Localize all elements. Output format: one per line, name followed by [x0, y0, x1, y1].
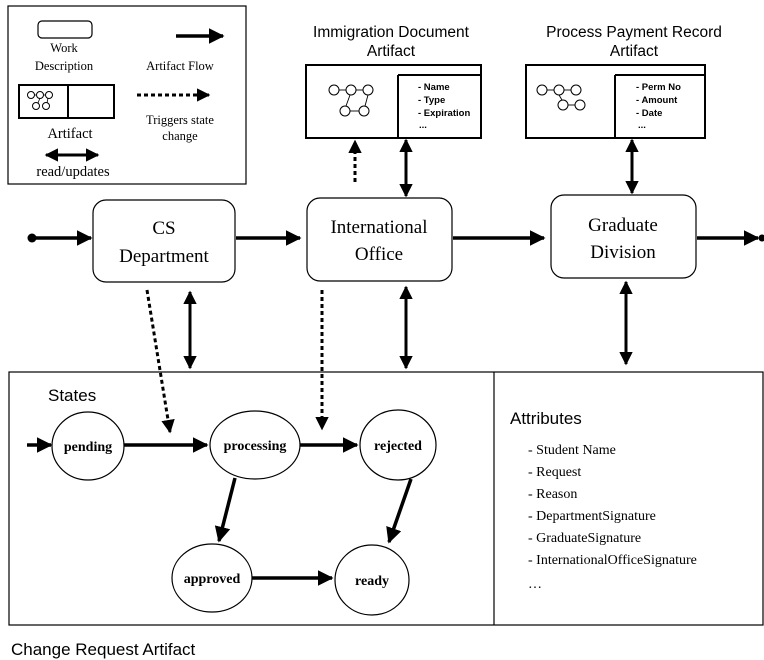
attribute-item: - InternationalOfficeSignature — [528, 553, 697, 568]
state-processing-label: processing — [224, 439, 287, 454]
payment-attr-date: - Date — [636, 108, 662, 119]
payment-attr-more: ... — [638, 120, 646, 131]
work-node-graduate-division: Graduate Division — [550, 194, 697, 279]
cs-department-label-2: Department — [119, 246, 209, 267]
flow-start-dot — [27, 233, 37, 243]
immigration-artifact-state-machine-icon — [328, 84, 374, 117]
legend-frame — [7, 5, 247, 185]
payment-record-artifact: Process Payment Record Artifact - Perm N… — [525, 24, 722, 139]
attributes-title: Attributes — [510, 409, 582, 428]
state-rejected — [359, 409, 437, 481]
attribute-item: - Student Name — [528, 443, 616, 458]
legend-work-description-label-1: Work — [50, 41, 78, 55]
legend-artifact-label: Artifact — [47, 126, 92, 142]
change-request-frame — [8, 371, 764, 626]
transition-processing-approved — [214, 477, 237, 543]
payment-attr-amount: - Amount — [636, 95, 678, 106]
work-node-international-office: International Office — [306, 197, 453, 282]
immigration-attr-name: - Name — [418, 82, 450, 93]
immigration-attr-type: - Type — [418, 95, 445, 106]
attribute-item: - Request — [528, 465, 581, 480]
payment-artifact-state-machine-icon — [536, 84, 586, 111]
payment-artifact-title-1: Process Payment Record — [546, 24, 722, 41]
legend: Work Description Artifact Flow Artifact … — [7, 5, 247, 185]
immigration-attr-expiration: - Expiration — [418, 108, 470, 119]
payment-attr-perm-no: - Perm No — [636, 82, 681, 93]
state-ready-label: ready — [355, 574, 389, 589]
legend-read-updates-label: read/updates — [36, 164, 110, 180]
immigration-artifact-box — [305, 64, 482, 139]
attribute-item: - Reason — [528, 487, 577, 502]
payment-artifact-title-2: Artifact — [610, 43, 659, 60]
legend-triggers-label-2: change — [162, 129, 198, 143]
artifact-flow-arrows — [27, 230, 764, 246]
attribute-item: - GraduateSignature — [528, 531, 641, 546]
state-approved-label: approved — [184, 572, 241, 587]
trigger-cs-to-pending-processing — [145, 289, 175, 434]
flow-end-dot — [758, 234, 764, 242]
legend-triggers-label-1: Triggers state — [146, 113, 214, 127]
change-request-artifact: States pending processing rejected appro… — [8, 371, 764, 626]
legend-work-description-label-2: Description — [35, 59, 94, 73]
immigration-artifact-title-1: Immigration Document — [313, 24, 470, 41]
legend-artifact-flow-label: Artifact Flow — [146, 59, 214, 73]
read-update-arrows — [183, 138, 639, 370]
international-office-label-2: Office — [355, 244, 403, 265]
cs-department-label-1: CS — [152, 218, 175, 239]
graduate-division-label-1: Graduate — [588, 215, 658, 236]
states-title: States — [48, 386, 96, 405]
immigration-document-artifact: Immigration Document Artifact - Name - T… — [305, 24, 482, 139]
immigration-attr-more: ... — [419, 120, 427, 131]
legend-work-description-icon — [37, 20, 93, 39]
immigration-artifact-title-2: Artifact — [367, 43, 416, 60]
attribute-item: … — [528, 577, 542, 592]
transition-rejected-ready — [386, 478, 413, 544]
trigger-arrows — [145, 139, 362, 434]
international-office-label-1: International — [330, 217, 427, 238]
legend-artifact-icon — [18, 84, 115, 119]
state-pending-label: pending — [64, 440, 112, 455]
change-request-caption: Change Request Artifact — [11, 640, 196, 659]
attribute-item: - DepartmentSignature — [528, 509, 656, 524]
state-ready — [334, 544, 410, 616]
work-node-cs-department: CS Department — [92, 199, 236, 283]
graduate-division-label-2: Division — [590, 242, 656, 263]
state-rejected-label: rejected — [374, 439, 422, 454]
